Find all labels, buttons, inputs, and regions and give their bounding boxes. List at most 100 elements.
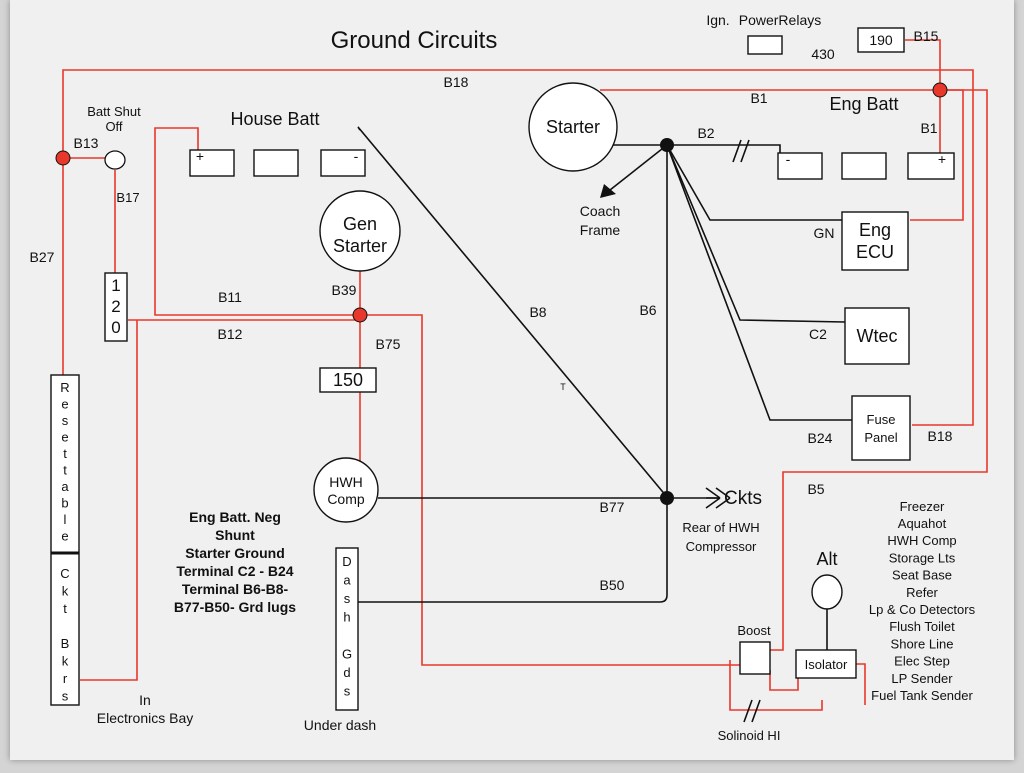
diagram-title: Ground Circuits bbox=[331, 27, 498, 54]
label-gen: Gen bbox=[343, 214, 377, 234]
label-b8: B8 bbox=[529, 304, 546, 320]
wire-b24 bbox=[666, 144, 852, 421]
node-b77 bbox=[660, 491, 674, 505]
label-b50: B50 bbox=[600, 577, 625, 593]
label-under-dash: Under dash bbox=[304, 717, 376, 733]
circuit-item: Elec Step bbox=[894, 654, 950, 669]
wire-b8 bbox=[357, 126, 668, 498]
label-t: T bbox=[560, 382, 566, 392]
label-power-relays: PowerRelays bbox=[739, 12, 821, 28]
label-b18-top: B18 bbox=[444, 74, 469, 90]
wire-b15 bbox=[905, 39, 941, 90]
wire-b5 bbox=[770, 89, 988, 651]
circuit-item: Storage Lts bbox=[889, 550, 956, 565]
diagram-frame: Ground Circuits Ign. PowerRelays 190 B15… bbox=[10, 0, 1014, 760]
resettable-ckt-bkrs bbox=[50, 374, 80, 706]
circuit-item: Seat Base bbox=[892, 568, 952, 583]
label-house-minus: - bbox=[354, 148, 359, 164]
node-b39 bbox=[352, 307, 368, 323]
v120-char: 2 bbox=[111, 297, 120, 316]
shunt-note-line: Eng Batt. Neg bbox=[189, 509, 281, 525]
circuit-item: Fuel Tank Sender bbox=[871, 688, 973, 703]
gen-starter bbox=[319, 190, 401, 272]
wire-isolator-ckts bbox=[855, 663, 866, 705]
label-hwh: HWH bbox=[329, 474, 362, 490]
vdash-char: h bbox=[343, 610, 350, 625]
vreset-char: e bbox=[61, 430, 68, 445]
wire-c2 bbox=[666, 144, 846, 323]
label-430: 430 bbox=[811, 46, 835, 62]
components bbox=[50, 27, 955, 711]
label-rear-hwh: Rear of HWH bbox=[682, 520, 759, 535]
wire-to-boost bbox=[360, 314, 740, 666]
vreset-char: t bbox=[63, 446, 67, 461]
red-wires bbox=[62, 39, 988, 711]
wire-b50 bbox=[357, 498, 668, 603]
eng-batt-cell-2 bbox=[841, 152, 887, 180]
wtec bbox=[844, 307, 910, 365]
label-off: Off bbox=[105, 119, 122, 134]
vckt-char: k bbox=[62, 654, 69, 669]
house-batt-cell-2 bbox=[253, 149, 299, 177]
v120-char: 1 bbox=[111, 276, 120, 295]
label-b27: B27 bbox=[30, 249, 55, 265]
label-batt-shut: Batt Shut bbox=[87, 104, 141, 119]
fuse-panel bbox=[851, 395, 911, 461]
label-house-plus: + bbox=[196, 148, 204, 164]
wire-gn bbox=[666, 144, 842, 221]
vckt-char: B bbox=[61, 636, 70, 651]
vckt-char: k bbox=[62, 584, 69, 599]
break-mark-solinoid bbox=[743, 699, 761, 723]
vreset-char: e bbox=[61, 529, 68, 544]
wire-coach-frame bbox=[609, 144, 668, 191]
batt-shut-off-switch bbox=[104, 150, 126, 170]
relay-120 bbox=[104, 272, 128, 342]
label-comp: Comp bbox=[327, 491, 365, 507]
label-eng-ecu-1: Eng bbox=[859, 220, 891, 240]
eng-batt-cell-3 bbox=[907, 152, 955, 180]
ckts-fork-icon bbox=[705, 487, 721, 509]
circuit-item: Shore Line bbox=[891, 636, 954, 651]
vckt-char: t bbox=[63, 601, 67, 616]
label-b17: B17 bbox=[116, 190, 139, 205]
ground-circuits-diagram: Ground Circuits Ign. PowerRelays 190 B15… bbox=[30, 12, 988, 743]
alternator bbox=[811, 574, 843, 610]
label-b1-side: B1 bbox=[920, 120, 937, 136]
vreset-char: b bbox=[61, 496, 68, 511]
circuit-freezer: Freezer bbox=[900, 499, 945, 514]
label-starter: Starter bbox=[546, 117, 600, 137]
label-electronics-bay: Electronics Bay bbox=[97, 710, 193, 726]
junction-nodes bbox=[55, 82, 948, 505]
wire-solinoid bbox=[729, 660, 823, 711]
label-b13: B13 bbox=[74, 135, 99, 151]
house-batt-cell-1 bbox=[189, 149, 235, 177]
coach-frame-arrow-icon bbox=[600, 184, 616, 198]
v120-char: 0 bbox=[111, 318, 120, 337]
isolator bbox=[795, 649, 857, 679]
label-b24: B24 bbox=[808, 430, 833, 446]
hwh-compressor bbox=[313, 457, 379, 523]
labels: Ground Circuits Ign. PowerRelays 190 B15… bbox=[30, 12, 976, 743]
label-eng-batt: Eng Batt bbox=[829, 94, 898, 114]
label-panel: Panel bbox=[864, 430, 897, 445]
label-b75: B75 bbox=[376, 336, 401, 352]
label-eng-minus: - bbox=[786, 151, 791, 167]
ign-power-relay bbox=[747, 35, 783, 55]
label-c2: C2 bbox=[809, 326, 827, 342]
vckt-char: C bbox=[60, 566, 69, 581]
vckt-char: s bbox=[62, 689, 69, 704]
vdash-char: s bbox=[344, 684, 351, 699]
label-alt: Alt bbox=[816, 549, 837, 569]
relay-120-label: 1 2 0 bbox=[111, 276, 120, 337]
label-fuse: Fuse bbox=[867, 412, 896, 427]
label-coach: Coach bbox=[580, 203, 620, 219]
wire-boost-isolator bbox=[769, 670, 799, 691]
node-b2 bbox=[660, 138, 674, 152]
label-eng-plus: + bbox=[938, 151, 946, 167]
label-compressor: Compressor bbox=[686, 539, 757, 554]
label-gen-starter: Starter bbox=[333, 236, 387, 256]
circuit-item: Aquahot bbox=[898, 516, 947, 531]
label-b6: B6 bbox=[639, 302, 656, 318]
boost-solenoid bbox=[739, 641, 771, 675]
